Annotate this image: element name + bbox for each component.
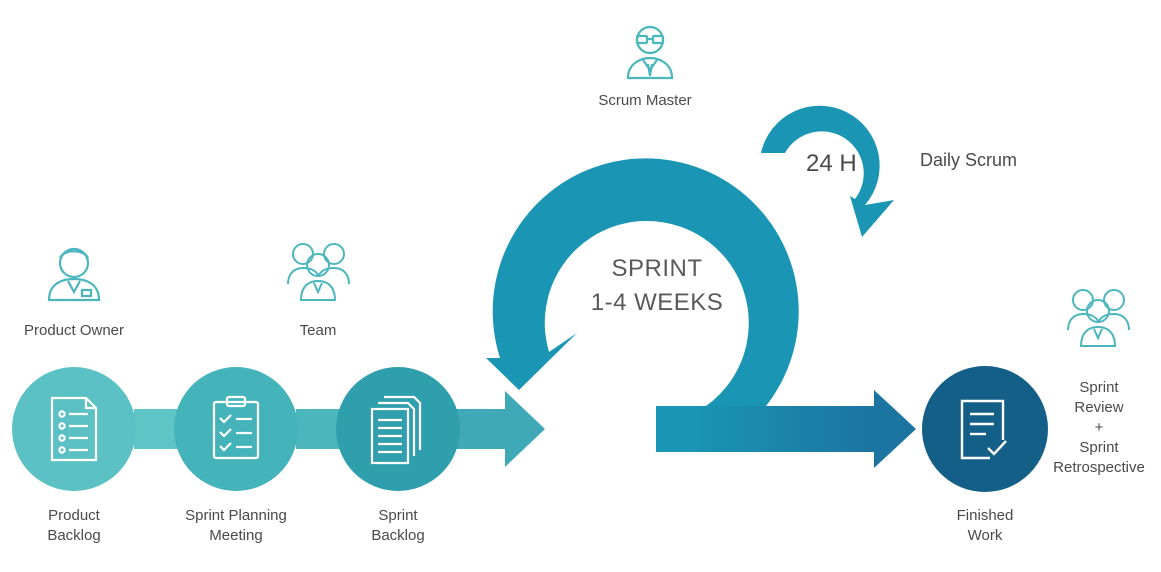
daily-hours-label: 24 H [806, 150, 857, 177]
product-owner-label: Product Owner [23, 322, 125, 339]
team-icon [287, 243, 350, 301]
finished-work-label: Finished Work [956, 507, 1014, 544]
daily-scrum-label: Daily Scrum [920, 150, 1018, 170]
product-owner-icon [47, 247, 101, 302]
sprint-weeks: 1-4 WEEKS [590, 289, 724, 316]
arrow-into-sprint [455, 391, 545, 467]
connector-2 [296, 409, 340, 449]
review-team-icon [1067, 289, 1130, 347]
sprint-duration-text: SPRINT 1-4 WEEKS [591, 252, 724, 320]
scrum-master-icon [626, 25, 674, 80]
document-check-icon [960, 399, 1007, 460]
sprint-planning-circle [174, 367, 298, 491]
connector-1 [134, 409, 178, 449]
daily-scrum-arrow [761, 105, 894, 237]
product-backlog-label: Product Backlog [47, 507, 101, 544]
scrum-master-label: Scrum Master [598, 92, 692, 109]
sprint-cycle-arrow [486, 158, 799, 452]
sprint-backlog-label: Sprint Backlog [371, 507, 425, 544]
sprint-planning-label: Sprint Planning Meeting [185, 507, 287, 544]
sprint-backlog-circle [336, 367, 460, 491]
sprint-review-retrospective-label: Sprint Review + Sprint Retrospective [1053, 379, 1145, 476]
product-backlog-circle [12, 367, 136, 491]
documents-stack-icon [370, 395, 422, 465]
arrow-to-finished-work [700, 390, 916, 468]
clipboard-checklist-icon [212, 395, 260, 460]
sprint-title: SPRINT [611, 255, 703, 282]
team-label: Team [299, 322, 337, 339]
finished-work-circle [922, 366, 1048, 492]
backlog-list-icon [50, 396, 98, 462]
